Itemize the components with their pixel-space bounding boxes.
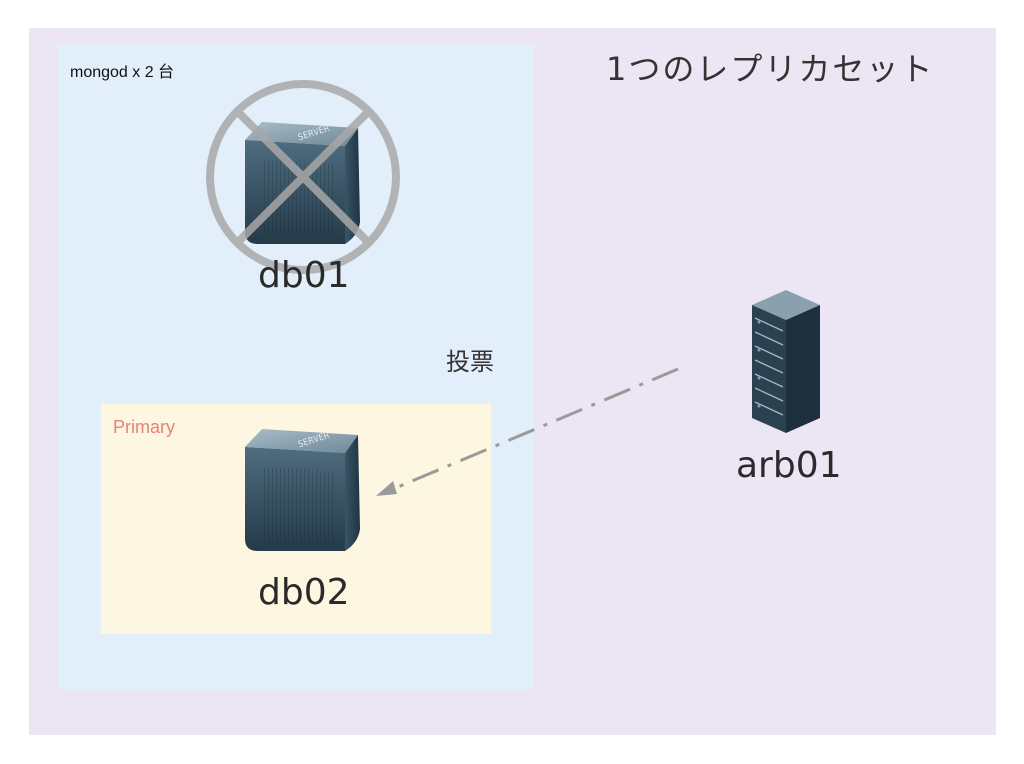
mongod-group-label: mongod x 2 台 — [70, 64, 175, 81]
vote-arrow — [376, 367, 679, 496]
arb01-server-rack-icon — [752, 290, 820, 433]
vote-label: 投票 — [446, 348, 494, 376]
primary-label: Primary — [113, 417, 175, 437]
replica-set-title: 1つのレプリカセット — [606, 50, 935, 88]
db02-server-icon: SERVER — [245, 429, 360, 551]
db01-label: db01 — [258, 255, 350, 296]
down-cross-icon — [206, 80, 400, 274]
arb01-label: arb01 — [736, 445, 842, 486]
db01-server-icon: SERVER — [245, 122, 360, 244]
db02-label: db02 — [258, 572, 350, 613]
